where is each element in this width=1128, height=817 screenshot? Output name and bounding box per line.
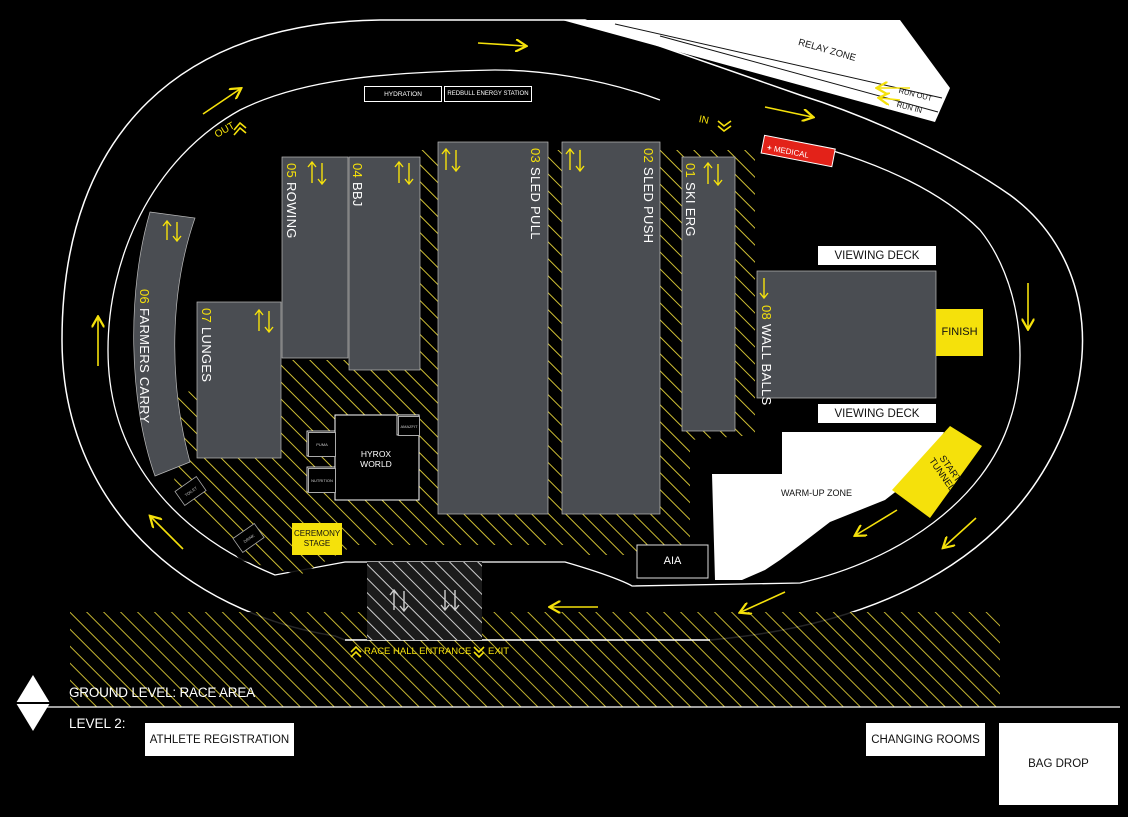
finish-box: FINISH	[936, 309, 983, 356]
direction-arrow-icon	[202, 89, 240, 115]
inner-track	[107, 69, 1021, 587]
chevron-down-icon	[717, 120, 732, 133]
aia-block	[636, 544, 709, 579]
redbull-tag: REDBULL ENERGY STATION	[444, 86, 532, 102]
direction-arrow-icon	[880, 98, 901, 100]
station-rowing	[281, 156, 349, 359]
direction-arrow-icon	[944, 517, 977, 547]
level2-label: LEVEL 2:	[69, 716, 126, 731]
station-sled-pull	[437, 141, 549, 515]
bag-drop-box: BAG DROP	[999, 723, 1118, 805]
station-label-sled-push: 02 SLED PUSH	[641, 148, 656, 244]
hydration-tag: HYDRATION	[364, 86, 442, 102]
viewing-deck-top: VIEWING DECK	[818, 246, 936, 265]
hyrox-world-label: HYROX WORLD	[360, 449, 392, 470]
updown-arrows-icon	[162, 147, 769, 613]
station-label-lunges: 07 LUNGES	[199, 308, 214, 383]
nutrition-tag: NUTRITION	[308, 468, 336, 493]
direction-arrow-icon	[856, 509, 898, 535]
medical-cross-icon: +	[766, 143, 773, 153]
direction-arrow-icon	[741, 591, 786, 612]
direction-arrow-icon	[151, 517, 184, 550]
entrance-hatch	[367, 562, 482, 640]
exit-label: EXIT	[488, 646, 510, 657]
station-label-rowing: 05 ROWING	[284, 163, 299, 239]
athlete-registration-box: ATHLETE REGISTRATION	[145, 723, 294, 756]
warmup-label: WARM-UP ZONE	[781, 488, 852, 498]
station-wall-balls	[756, 270, 937, 399]
race-hall-entrance-label: RACE HALL ENTRANCE	[364, 646, 472, 657]
direction-arrow-icon	[477, 43, 525, 46]
station-ski-erg	[681, 156, 736, 432]
start-tunnel-area	[892, 426, 982, 518]
ground-level-label: GROUND LEVEL: RACE AREA	[69, 685, 255, 700]
station-farmers-carry	[133, 211, 196, 477]
station-bbj	[348, 156, 421, 371]
warmup-zone-area	[712, 432, 944, 580]
station-sled-push	[561, 141, 661, 515]
station-lunges	[196, 301, 282, 459]
race-hall-band	[70, 612, 1000, 707]
chevron-down-icon	[473, 646, 485, 659]
station-label-ski-erg: 01 SKI ERG	[683, 163, 698, 237]
ceremony-stage-box: CEREMONY STAGE	[292, 523, 342, 555]
station-label-farmers-carry: 06 FARMERS CARRY	[137, 289, 152, 424]
direction-arrow-icon	[764, 106, 812, 117]
puma-tag: PUMA	[308, 432, 336, 457]
chevron-up-icon	[350, 645, 362, 658]
station-label-sled-pull: 03 SLED PULL	[528, 148, 543, 240]
aia-label: AIA	[663, 555, 682, 567]
station-label-wall-balls: 08 WALL BALLS	[759, 305, 774, 406]
station-label-bbj: 04 BBJ	[350, 163, 365, 207]
viewing-deck-bottom: VIEWING DECK	[818, 404, 936, 423]
changing-rooms-box: CHANGING ROOMS	[866, 723, 985, 756]
relay-zone-area	[562, 20, 950, 122]
medical-tag	[760, 134, 836, 168]
chevron-up-icon	[233, 121, 247, 136]
amazfit-tag: AMAZFIT	[398, 416, 420, 436]
